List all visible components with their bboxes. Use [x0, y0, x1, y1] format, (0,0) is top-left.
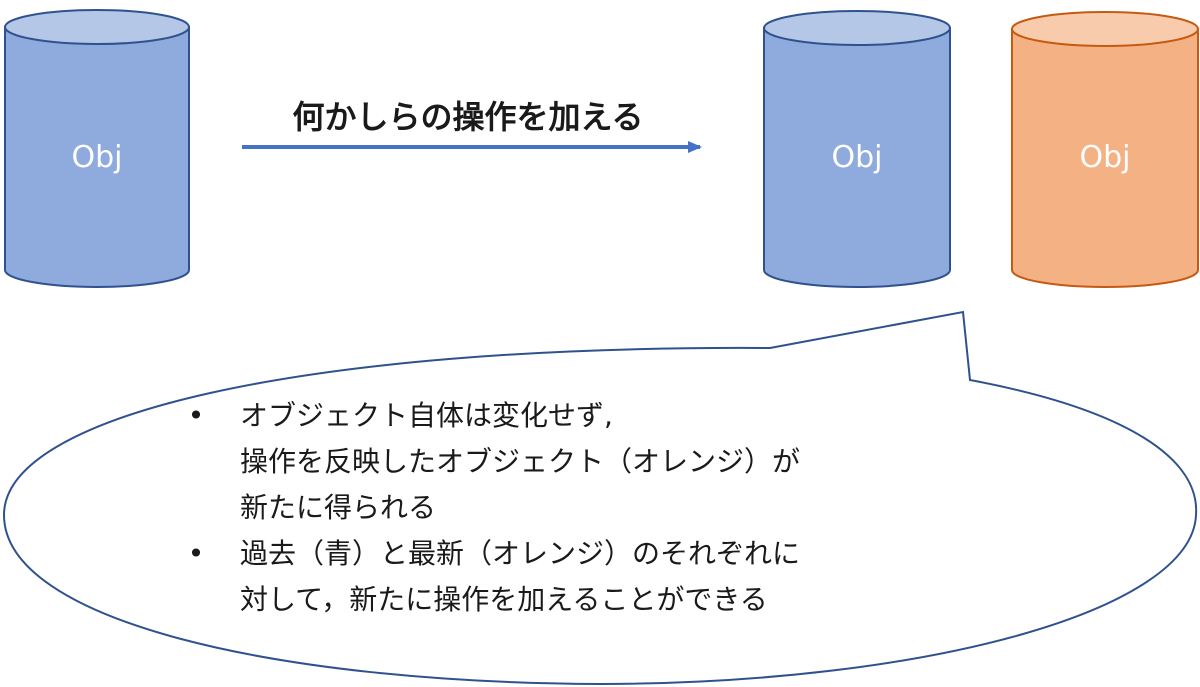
cylinder-original: Obj: [4, 9, 190, 288]
cylinder-latest-top: [1011, 11, 1199, 47]
cylinder-latest: Obj: [1011, 11, 1199, 288]
cylinder-latest-body: [1011, 28, 1199, 288]
callout-bubble: • オブジェクト自体は変化せず, 操作を反映したオブジェクト（オレンジ）が 新た…: [2, 310, 1198, 686]
bullet-2-line-2: 対して，新たに操作を加えることができる: [240, 583, 768, 616]
bullet-marker-1: •: [188, 399, 205, 432]
cylinder-original-body: [4, 26, 190, 288]
cylinder-past-label: Obj: [832, 140, 883, 175]
operation-arrow: 何かしらの操作を加える: [242, 98, 702, 153]
cylinder-past-body: [763, 27, 951, 288]
bullet-1-line-1: オブジェクト自体は変化せず,: [240, 399, 613, 432]
bullet-2-line-1: 過去（青）と最新（オレンジ）のそれぞれに: [240, 537, 800, 570]
bullet-marker-2: •: [188, 537, 205, 570]
cylinder-latest-label: Obj: [1080, 140, 1131, 175]
bullet-1-line-2: 操作を反映したオブジェクト（オレンジ）が: [240, 445, 800, 478]
cylinder-past: Obj: [763, 10, 951, 288]
bullet-1-line-3: 新たに得られる: [240, 491, 436, 524]
arrow-label: 何かしらの操作を加える: [292, 98, 643, 136]
cylinder-original-label: Obj: [72, 140, 123, 175]
cylinder-original-top: [4, 9, 190, 45]
callout-shape: [2, 310, 1198, 686]
cylinder-past-top: [763, 10, 951, 46]
